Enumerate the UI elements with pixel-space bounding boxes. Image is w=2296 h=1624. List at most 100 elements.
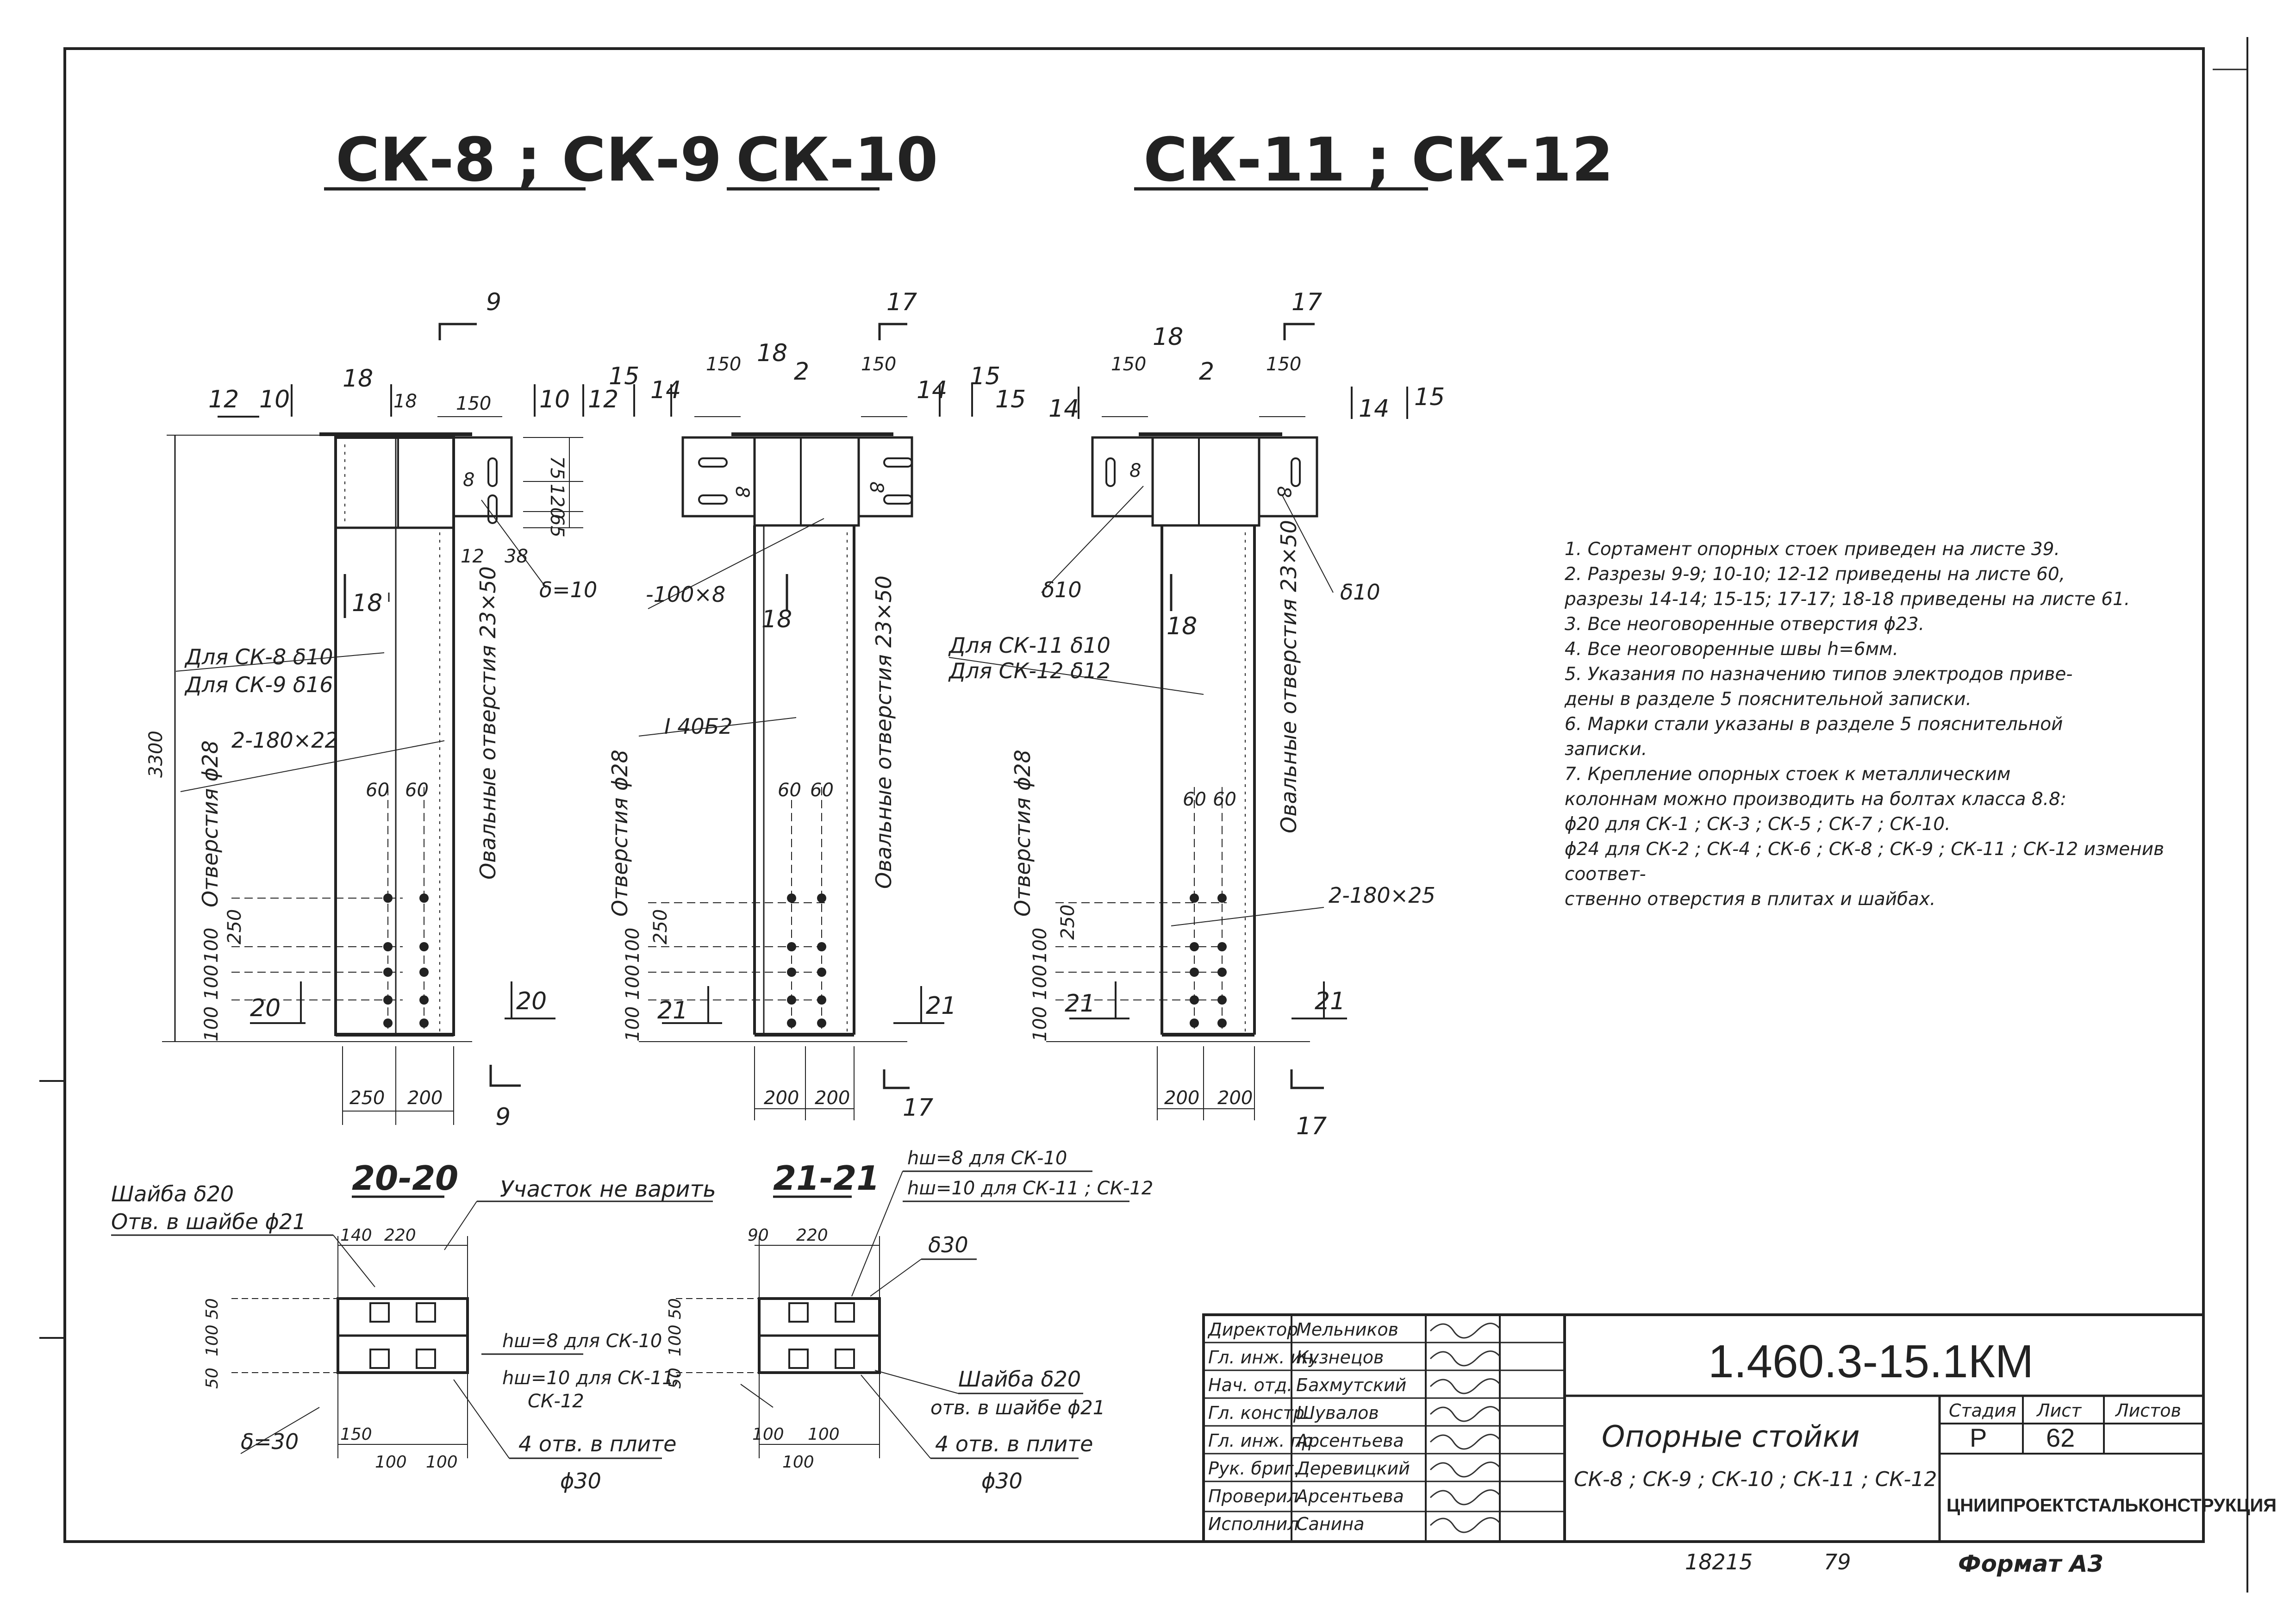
signature-role: Гл. констр. xyxy=(1208,1403,1310,1423)
signature-role: Директор xyxy=(1207,1319,1298,1340)
sec21-dim-220: 220 xyxy=(796,1226,828,1245)
inv-number: 18215 xyxy=(1685,1549,1753,1574)
mark-21-left-2: 21 xyxy=(657,997,688,1024)
bolt-hole xyxy=(419,942,429,951)
sec21-dim-100b: 100 xyxy=(752,1425,784,1444)
mark-18-top-2: 18 xyxy=(757,339,787,367)
bolt-hole xyxy=(787,1018,796,1028)
dim-12: 12 xyxy=(461,546,484,567)
label-for-sk11: Для СК-11 δ10 xyxy=(948,633,1111,658)
label-plate-100x8: -100×8 xyxy=(646,582,725,607)
dim-60-1b: 60 xyxy=(405,780,429,801)
section-no-weld: Участок не варить xyxy=(500,1176,716,1202)
bolt-hole xyxy=(817,942,826,951)
dim-75: 75 xyxy=(546,456,568,480)
dim-150-1: 150 xyxy=(456,393,491,414)
note-line: ϕ24 для СК-2 ; СК-4 ; СК-6 ; СК-8 ; СК-9… xyxy=(1565,839,2165,885)
dim-100-1a: 100 xyxy=(201,928,222,963)
label-for-sk12: Для СК-12 δ12 xyxy=(948,658,1111,683)
signature-role: Гл. инж. ин. xyxy=(1208,1347,1319,1368)
section-hw10-a: hш=10 для СК-11; xyxy=(502,1368,680,1389)
handwritten-signature xyxy=(1429,1378,1501,1394)
heading-ck11-ck12: СК-11 ; СК-12 xyxy=(1143,125,1614,195)
section-s30: δ=30 xyxy=(241,1429,299,1454)
sec20-dim-50a: 50 xyxy=(203,1298,222,1319)
dim-8-1: 8 xyxy=(463,469,474,491)
bolt-hole xyxy=(419,1018,429,1028)
doc-title: Опорные стойки xyxy=(1602,1420,1860,1454)
handwritten-signature xyxy=(1429,1462,1501,1478)
mark-15-right-3: 15 xyxy=(1414,383,1445,411)
sec21-dim-50b: 50 xyxy=(666,1368,685,1389)
section-hole-washer-b: отв. в шайбе ϕ21 xyxy=(930,1396,1105,1419)
sheets-label: Листов xyxy=(2115,1400,2181,1421)
signature-name: Бахмутский xyxy=(1296,1375,1406,1395)
mark-15-left: 15 xyxy=(609,362,639,390)
note-line: разрезы 14-14; 15-15; 17-17; 18-18 приве… xyxy=(1565,589,2130,610)
dim-100-3c: 100 xyxy=(1029,1006,1051,1042)
bolt-hole xyxy=(817,1018,826,1028)
bolt-hole xyxy=(787,942,796,951)
bolt-hole xyxy=(383,942,393,951)
bolt-hole xyxy=(1190,1018,1199,1028)
general-notes: 1. Сортамент опорных стоек приведен на л… xyxy=(1565,537,2190,912)
bolt-hole xyxy=(787,968,796,977)
note-line: ственно отверстия в плитах и шайбах. xyxy=(1565,889,1936,910)
dim-250-base-1: 250 xyxy=(349,1087,385,1109)
heading-ck8-ck9: СК-8 ; СК-9 xyxy=(336,125,722,195)
doc-code: 1.460.3-15.1КМ xyxy=(1708,1336,2034,1387)
bolt-hole xyxy=(383,1018,393,1028)
mark-20-right: 20 xyxy=(516,987,547,1015)
dim-200-base-1: 200 xyxy=(407,1087,443,1109)
dim-100-2c: 100 xyxy=(622,1006,643,1042)
bolt-hole xyxy=(787,995,796,1005)
signature-role: Гл. инж. пр. xyxy=(1208,1430,1319,1451)
column-ck10 xyxy=(633,323,973,1120)
mark-18-mid-2: 18 xyxy=(761,606,792,633)
mark-17-top: 17 xyxy=(886,288,917,316)
dim-100-2a: 100 xyxy=(622,928,643,963)
section-21-title: 21-21 xyxy=(773,1159,880,1198)
section-hole-washer-21: Отв. в шайбе ϕ21 xyxy=(111,1209,306,1234)
dim-150-3b: 150 xyxy=(1266,354,1301,375)
mark-12-left: 12 xyxy=(208,386,239,413)
handwritten-signature xyxy=(1429,1517,1501,1533)
label-oval-holes-1: Овальные отверстия 23×50 xyxy=(475,566,500,880)
label-i40b2: I 40Б2 xyxy=(664,714,733,739)
bolt-holes xyxy=(383,893,1227,1028)
mark-18-top: 18 xyxy=(343,365,373,393)
signature-name: Мельников xyxy=(1296,1319,1398,1340)
label-oval-holes-2: Овальные отверстия 23×50 xyxy=(871,575,896,889)
label-oval-holes-3: Овальные отверстия 23×50 xyxy=(1276,520,1301,833)
note-line: 2. Разрезы 9-9; 10-10; 12-12 приведены н… xyxy=(1565,564,2065,585)
bolt-hole xyxy=(1190,893,1199,903)
bolt-hole xyxy=(1217,968,1227,977)
mark-9-top: 9 xyxy=(486,288,501,316)
signature-role: Рук. бриг. xyxy=(1208,1458,1299,1479)
sec20-dim-140: 140 xyxy=(340,1226,372,1245)
section-washer-s20: Шайба δ20 xyxy=(111,1181,234,1206)
note-line: ϕ20 для СК-1 ; СК-3 ; СК-5 ; СК-7 ; СК-1… xyxy=(1565,814,1951,835)
sheet-value: 62 xyxy=(2046,1423,2075,1452)
mark-9-bottom: 9 xyxy=(495,1103,511,1131)
label-s10-right: δ10 xyxy=(1340,580,1380,605)
handwritten-signature xyxy=(1429,1434,1501,1450)
handwritten-signature xyxy=(1429,1406,1501,1422)
dim-3300: 3300 xyxy=(145,731,167,778)
mark-17-bottom-2: 17 xyxy=(903,1094,933,1122)
section-holes-plate-b: 4 отв. в плите xyxy=(935,1431,1093,1456)
dim-100-2b: 100 xyxy=(622,965,643,1000)
signature-name: Кузнецов xyxy=(1296,1347,1384,1368)
sec21-dim-100d: 100 xyxy=(782,1453,814,1472)
section-d30-b: ϕ30 xyxy=(981,1468,1023,1493)
sec20-dim-100c: 100 xyxy=(426,1453,458,1472)
bolt-hole xyxy=(419,968,429,977)
bolt-hole xyxy=(1190,942,1199,951)
mark-21-right-3: 21 xyxy=(1315,987,1345,1015)
dim-8-2b: 8 xyxy=(866,481,887,493)
section-21-21 xyxy=(676,1170,1129,1459)
signature-name: Санина xyxy=(1296,1514,1365,1534)
